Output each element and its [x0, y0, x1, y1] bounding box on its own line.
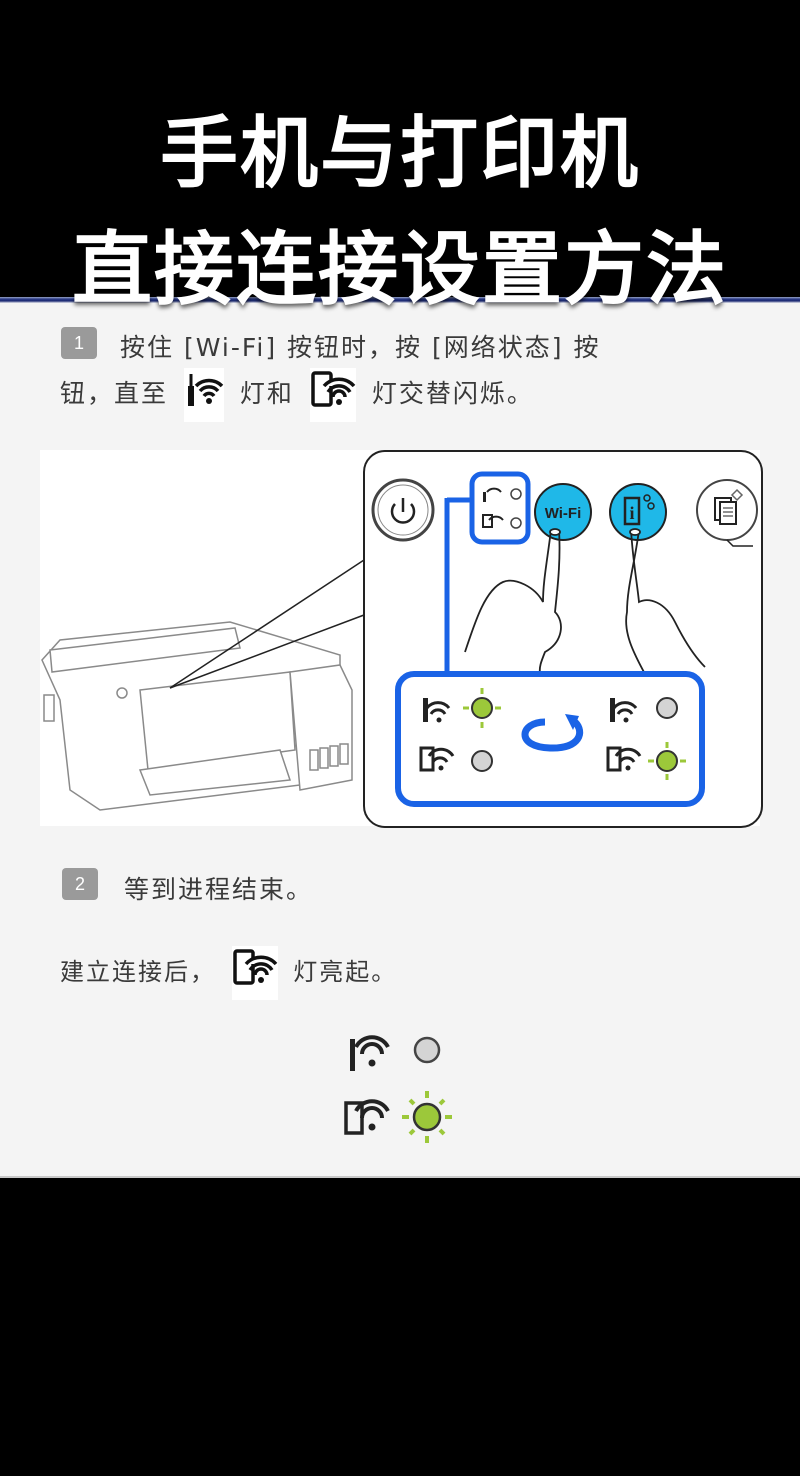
- result-suffix: 灯亮起。: [293, 958, 398, 986]
- printer-illustration: [41, 559, 365, 811]
- page-title-line2: 直接连接设置方法: [72, 223, 728, 316]
- wifi-led-off: [656, 697, 678, 719]
- step-2-result: 建立连接后， 灯亮起。: [60, 946, 397, 1000]
- wifi-direct-icon: [231, 946, 278, 1000]
- wifi-direct-led-on: [412, 1102, 442, 1132]
- step-1-line1: 按住 [Wi-Fi] 按钮时，按 [网络状态] 按: [120, 333, 601, 362]
- final-indicator-state: [344, 1035, 452, 1143]
- state-b: [606, 697, 686, 780]
- wifi-direct-led-on: [656, 750, 678, 772]
- step-2-text: 等到进程结束。: [124, 875, 314, 904]
- wifi-led-on: [471, 697, 493, 719]
- wifi-direct-icon: [344, 1099, 390, 1135]
- step-1-prefix: 钮，直至: [60, 379, 169, 408]
- step-1-line2: 钮，直至 灯和 灯交替闪烁。: [60, 368, 534, 422]
- state-a: [419, 688, 501, 772]
- wifi-led-off: [413, 1036, 441, 1064]
- result-prefix: 建立连接后，: [60, 958, 216, 986]
- step-1-badge: 1: [61, 327, 97, 359]
- wifi-router-icon: [350, 1035, 390, 1071]
- power-button: [371, 478, 435, 542]
- step-1-mid: 灯和: [239, 379, 294, 408]
- pressing-hands: [464, 528, 706, 675]
- header-divider: [0, 297, 800, 303]
- step-2-badge: 2: [62, 868, 98, 900]
- page-title-line1: 手机与打印机: [159, 109, 640, 199]
- svg-text:i: i: [629, 503, 634, 523]
- wifi-direct-icon: [309, 368, 356, 422]
- wifi-button: Wi-Fi: [534, 483, 592, 541]
- wifi-button-label: Wi-Fi: [545, 505, 582, 522]
- wifi-router-icon: [183, 368, 224, 422]
- alternate-cycle-icon: [521, 714, 584, 752]
- wifi-direct-led-off: [471, 750, 493, 772]
- indicator-state-box: [395, 671, 705, 807]
- control-panel-callout: Wi-Fi i: [363, 450, 763, 828]
- panel-bottom-edge: [0, 1176, 800, 1178]
- step-1-suffix: 灯交替闪烁。: [371, 379, 534, 408]
- network-status-button: i: [609, 483, 667, 541]
- copy-button: [696, 479, 758, 547]
- led-glow-rays: [402, 1091, 452, 1143]
